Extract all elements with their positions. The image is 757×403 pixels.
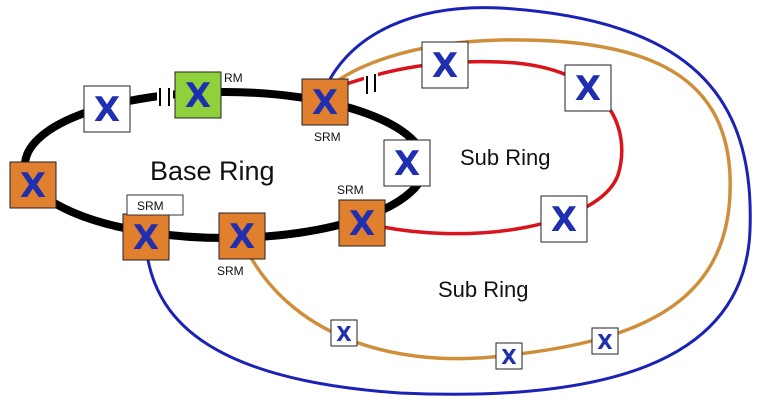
switch-node-small: X xyxy=(591,327,619,355)
srm-label-right: SRM xyxy=(337,183,364,197)
switch-node: X xyxy=(540,195,588,243)
switch-node-glyph: X xyxy=(597,330,613,354)
base-ring-label: Base Ring xyxy=(150,156,275,186)
switch-node-glyph: X xyxy=(501,345,517,369)
blue-outer-ring-path xyxy=(146,6,752,396)
switch-node-srm: X xyxy=(338,199,386,247)
srm-label-left: SRM xyxy=(137,199,164,213)
blocked-port-marker xyxy=(364,72,378,96)
switch-node-glyph: X xyxy=(94,90,120,130)
switch-node-rm: X xyxy=(174,71,222,119)
srm-label-mid: SRM xyxy=(217,264,244,278)
switch-node-srm: X xyxy=(122,213,170,261)
switch-node-glyph: X xyxy=(229,217,255,257)
switch-node-glyph: X xyxy=(336,322,352,346)
rm-label: RM xyxy=(224,71,243,85)
switch-node-glyph: X xyxy=(394,144,420,184)
switch-node: X xyxy=(83,85,131,133)
blocked-port-marker xyxy=(157,86,173,108)
sub-ring-label-outer: Sub Ring xyxy=(438,277,529,302)
switch-node: X xyxy=(421,41,469,89)
switch-node-glyph: X xyxy=(575,69,601,109)
switch-node-glyph: X xyxy=(349,204,375,244)
switch-node-glyph: X xyxy=(551,200,577,240)
switch-node-srm: X xyxy=(301,78,349,126)
switch-node-glyph: X xyxy=(432,46,458,86)
switch-node-glyph: X xyxy=(312,83,338,123)
srm-label-left-box xyxy=(126,194,184,216)
srm-label-top: SRM xyxy=(314,130,341,144)
switch-node-small: X xyxy=(495,342,523,370)
switch-node: X xyxy=(9,161,57,209)
switch-node-srm: X xyxy=(218,212,266,260)
switch-node: X xyxy=(564,64,612,112)
switch-node: X xyxy=(383,139,431,187)
sub-ring-label-inner: Sub Ring xyxy=(460,145,551,170)
switch-node-small: X xyxy=(330,319,358,347)
switch-node-glyph: X xyxy=(133,218,159,258)
switch-node-glyph: X xyxy=(20,166,46,206)
switch-node-glyph: X xyxy=(185,76,211,116)
